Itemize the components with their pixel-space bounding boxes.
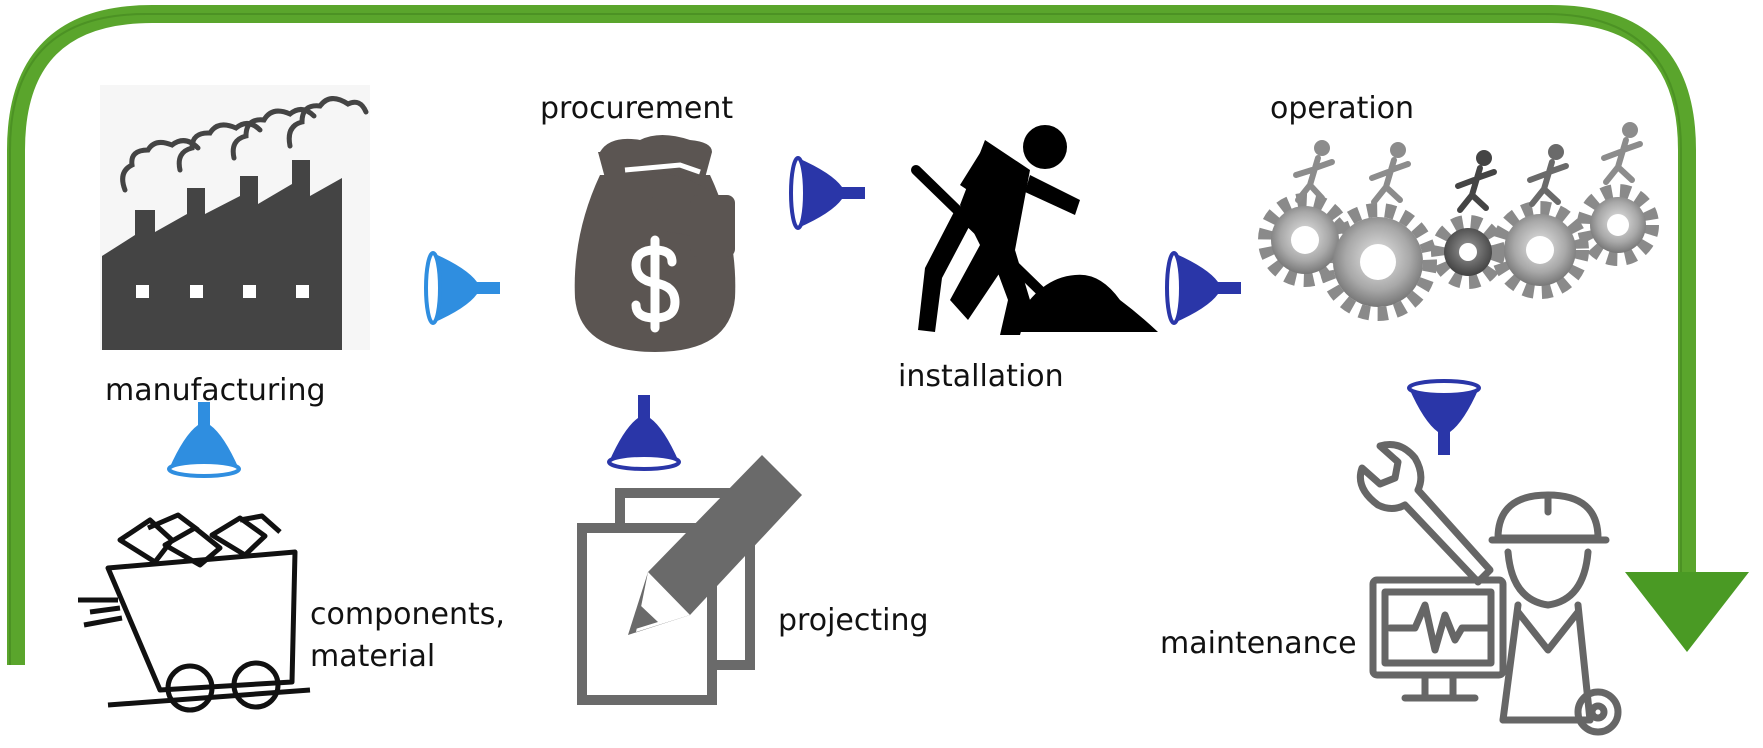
document-pencil-icon — [577, 455, 802, 705]
label-projecting: projecting — [778, 603, 929, 638]
factory-icon — [100, 85, 370, 350]
worker-digging-icon — [911, 125, 1158, 335]
label-installation: installation — [898, 359, 1064, 394]
arrow-head-icon — [1625, 572, 1749, 652]
funnel-icon — [607, 395, 681, 471]
label-manufacturing: manufacturing — [105, 373, 326, 408]
funnel-icon — [424, 251, 500, 325]
funnel-icon — [789, 156, 865, 230]
money-bag-icon — [574, 135, 736, 352]
label-components: components, — [310, 597, 505, 632]
label-material: material — [310, 639, 436, 674]
label-maintenance: maintenance — [1160, 626, 1357, 661]
funnel-icon — [167, 402, 241, 478]
maintenance-engineer-icon — [1356, 441, 1622, 736]
funnel-icon — [1165, 251, 1241, 325]
label-procurement: procurement — [540, 91, 734, 126]
gears-runners-icon — [1258, 122, 1659, 321]
mine-cart-icon — [78, 512, 311, 713]
funnel-icon — [1407, 379, 1481, 455]
cycle-arrow — [7, 5, 1749, 665]
label-operation: operation — [1270, 91, 1415, 126]
